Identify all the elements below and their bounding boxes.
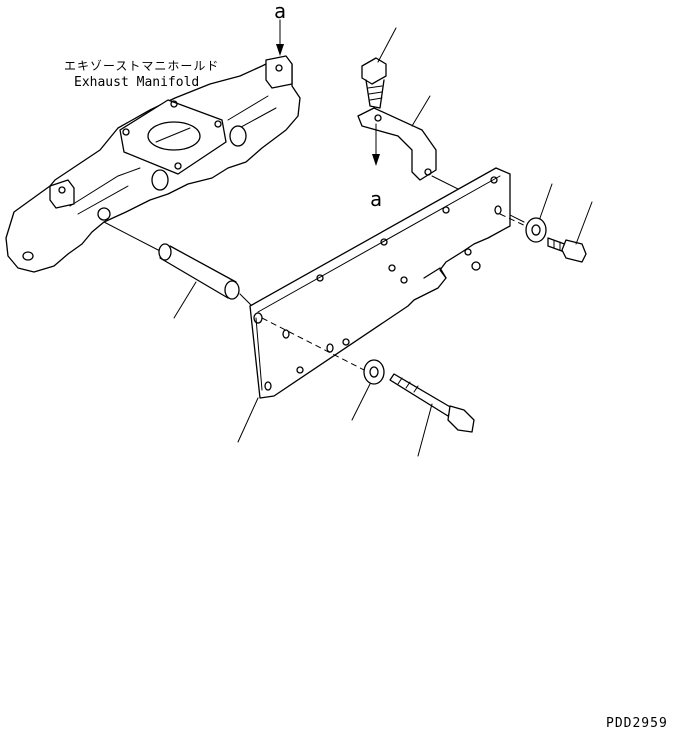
mounting-plate	[237, 167, 511, 443]
part-name-jp: エキゾーストマニホールド	[64, 59, 219, 73]
leader-spacer	[173, 281, 197, 319]
leader-bracket	[411, 95, 431, 127]
bolt-top	[361, 27, 397, 109]
washer-lower	[351, 359, 385, 421]
bolt-right	[547, 201, 593, 263]
spacer-tube	[103, 221, 259, 319]
leader-bolt-top	[377, 27, 397, 63]
view-mark-bracket: a	[370, 187, 382, 211]
washer-right	[525, 183, 553, 243]
leader-bolt-right	[575, 201, 593, 245]
dashed-axis-upper	[499, 213, 531, 229]
exhaust-manifold	[5, 55, 301, 273]
leader-long-bolt	[417, 403, 433, 457]
part-name-en: Exhaust Manifold	[74, 75, 199, 90]
bracket: a	[357, 95, 525, 223]
long-bolt	[389, 373, 475, 457]
leader-washer-lower	[351, 383, 371, 421]
leader-washer-right	[539, 183, 553, 219]
leader-plate	[237, 397, 259, 443]
drawing-number: PDD2959	[606, 716, 668, 731]
view-mark-top: a	[274, 0, 286, 23]
view-arrow-a-top: a	[274, 0, 286, 56]
